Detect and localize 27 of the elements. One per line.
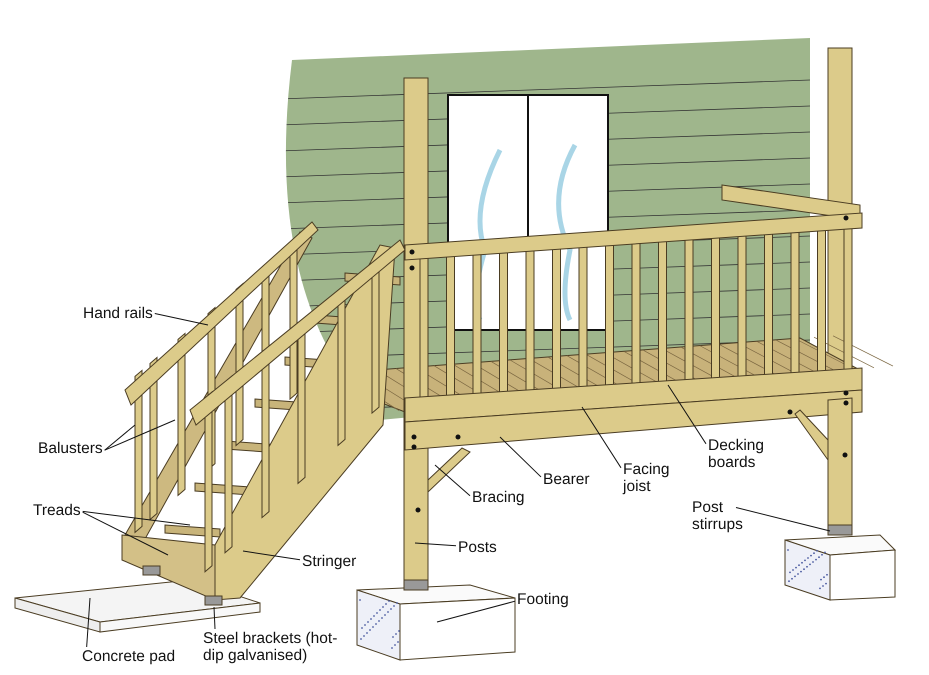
leader-line <box>582 406 622 468</box>
leader-line <box>86 598 90 648</box>
leader-line <box>500 436 542 478</box>
leader-line <box>82 512 168 556</box>
part-label: Facing joist <box>623 461 683 495</box>
leader-line <box>736 507 830 532</box>
leader-line <box>668 384 706 444</box>
leader-line <box>242 550 300 560</box>
part-label: Stringer <box>302 553 356 570</box>
leader-line <box>104 424 136 451</box>
part-label: Bearer <box>543 471 590 488</box>
part-label: Footing <box>517 591 569 608</box>
part-label: Bracing <box>472 489 525 506</box>
leader-line <box>214 606 216 630</box>
part-label: Steel brackets (hot-dip galvanised) <box>203 630 353 664</box>
leader-line <box>154 313 208 326</box>
leader-line <box>82 510 190 526</box>
part-label: Balusters <box>38 440 103 457</box>
part-label: Concrete pad <box>82 648 176 665</box>
leader-line <box>104 420 176 451</box>
part-label: Decking boards <box>708 437 780 471</box>
part-label: Treads <box>33 502 81 519</box>
part-label: Hand rails <box>83 305 153 322</box>
leader-line <box>414 542 456 546</box>
leader-line <box>434 464 470 496</box>
part-label: Post stirrups <box>692 499 764 533</box>
part-label: Posts <box>458 539 497 556</box>
